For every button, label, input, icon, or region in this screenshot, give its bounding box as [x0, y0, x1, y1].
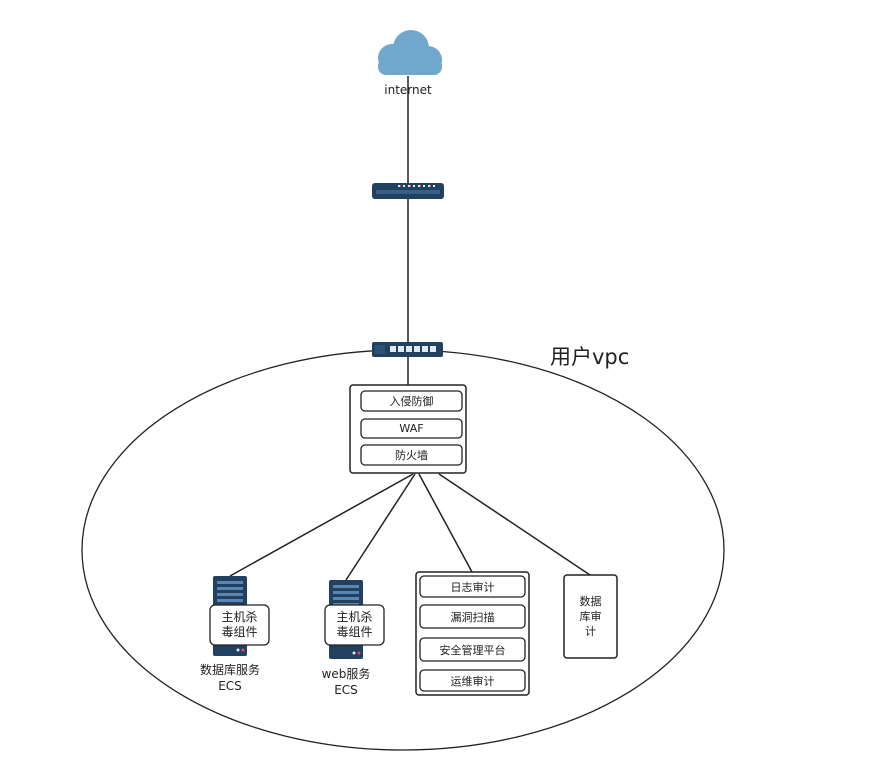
link-security-web-server [345, 473, 416, 581]
management-item-0: 日志审计 [450, 580, 495, 594]
link-security-db-server [229, 473, 414, 577]
cloud-icon [378, 30, 442, 75]
db-server-component-label: 主机杀 毒组件 [210, 605, 269, 645]
management-item-box-0 [419, 575, 526, 598]
db-server-component-line1: 主机杀 [221, 610, 258, 624]
security-item-1: WAF [399, 422, 424, 435]
db-audit-line3: 计 [585, 625, 596, 638]
internet-label: internet [384, 83, 432, 97]
management-item-3: 运维审计 [450, 674, 495, 688]
db-audit-label: 数据 库审 计 [564, 575, 617, 658]
management-item-1: 漏洞扫描 [450, 610, 495, 624]
db-server-label-line2: ECS [218, 679, 242, 693]
db-audit-box [563, 574, 618, 659]
link-security-management [418, 473, 473, 573]
link-security-db-audit [438, 473, 591, 576]
db-audit-line2: 库审 [579, 610, 602, 623]
web-server-component-line1: 主机杀 [336, 610, 373, 624]
db-server-label-line1: 数据库服务 [199, 663, 260, 677]
management-item-2: 安全管理平台 [439, 643, 506, 657]
web-server-label-line2: ECS [334, 683, 358, 697]
management-item-box-3 [419, 669, 526, 692]
security-item-box-1 [360, 418, 463, 439]
web-server-label: web服务 ECS [301, 666, 391, 698]
management-item-box-2 [419, 637, 526, 662]
router-icon [372, 183, 444, 199]
management-item-box-1 [419, 604, 526, 629]
web-server-component-box [324, 604, 385, 646]
db-server-component-line2: 毒组件 [221, 625, 258, 639]
db-audit-line1: 数据 [579, 595, 602, 608]
switch-icon [372, 342, 443, 357]
web-server-component-label: 主机杀 毒组件 [325, 605, 384, 645]
web-server-label-line1: web服务 [321, 667, 371, 681]
security-item-box-0 [360, 390, 463, 412]
db-server-label: 数据库服务 ECS [185, 662, 275, 694]
db-server-component-box [209, 604, 270, 646]
security-item-box-2 [360, 444, 463, 466]
security-item-2: 防火墙 [395, 449, 428, 462]
security-item-0: 入侵防御 [389, 395, 434, 408]
management-stack-container [415, 571, 530, 696]
web-server-component-line2: 毒组件 [336, 625, 373, 639]
vpc-label: 用户vpc [550, 345, 630, 369]
